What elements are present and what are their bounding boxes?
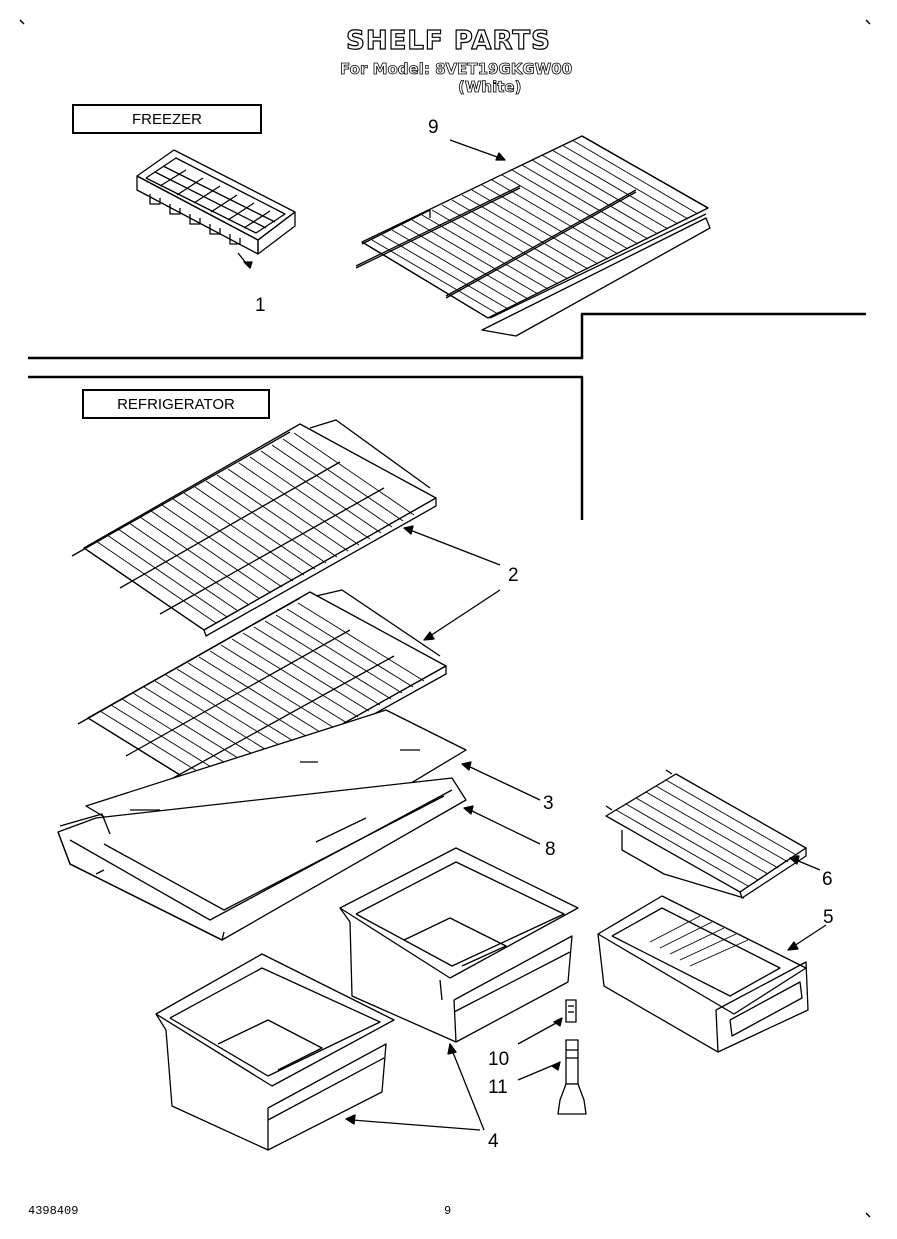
refrigerator-section-label: REFRIGERATOR <box>82 389 270 419</box>
corner-marks <box>19 19 871 1218</box>
callout-1: 1 <box>255 295 266 316</box>
color-line: (White) <box>458 78 522 97</box>
refrigerator-wire-shelf-upper <box>71 419 501 637</box>
freezer-wire-shelf <box>355 135 711 337</box>
callout-6: 6 <box>822 869 833 890</box>
section-divider-lines <box>28 312 866 520</box>
drain-tube <box>517 1039 587 1115</box>
callout-10: 10 <box>488 1049 510 1070</box>
callout-8: 8 <box>545 839 556 860</box>
footer-part-number: 4398409 <box>28 1204 79 1218</box>
drain-plug <box>517 999 577 1045</box>
callout-5: 5 <box>823 907 834 928</box>
freezer-section-label: FREEZER <box>72 104 262 134</box>
crisper-drawer-lower <box>155 953 485 1151</box>
model-line: For Model: 8VET19GKGW00 <box>340 60 573 79</box>
callout-3: 3 <box>543 793 554 814</box>
page-title: SHELF PARTS <box>346 25 551 56</box>
small-crisper-wire-cover <box>605 769 821 899</box>
ice-cube-tray <box>136 149 296 269</box>
callout-4: 4 <box>488 1131 499 1152</box>
callout-2: 2 <box>508 565 519 586</box>
callout-11: 11 <box>488 1077 508 1098</box>
crisper-drawer-upper <box>339 847 579 1043</box>
callout-9: 9 <box>428 117 439 138</box>
crisper-cover-frame <box>57 777 541 941</box>
footer-page-number: 9 <box>444 1204 452 1218</box>
small-crisper-drawer <box>597 895 827 1053</box>
